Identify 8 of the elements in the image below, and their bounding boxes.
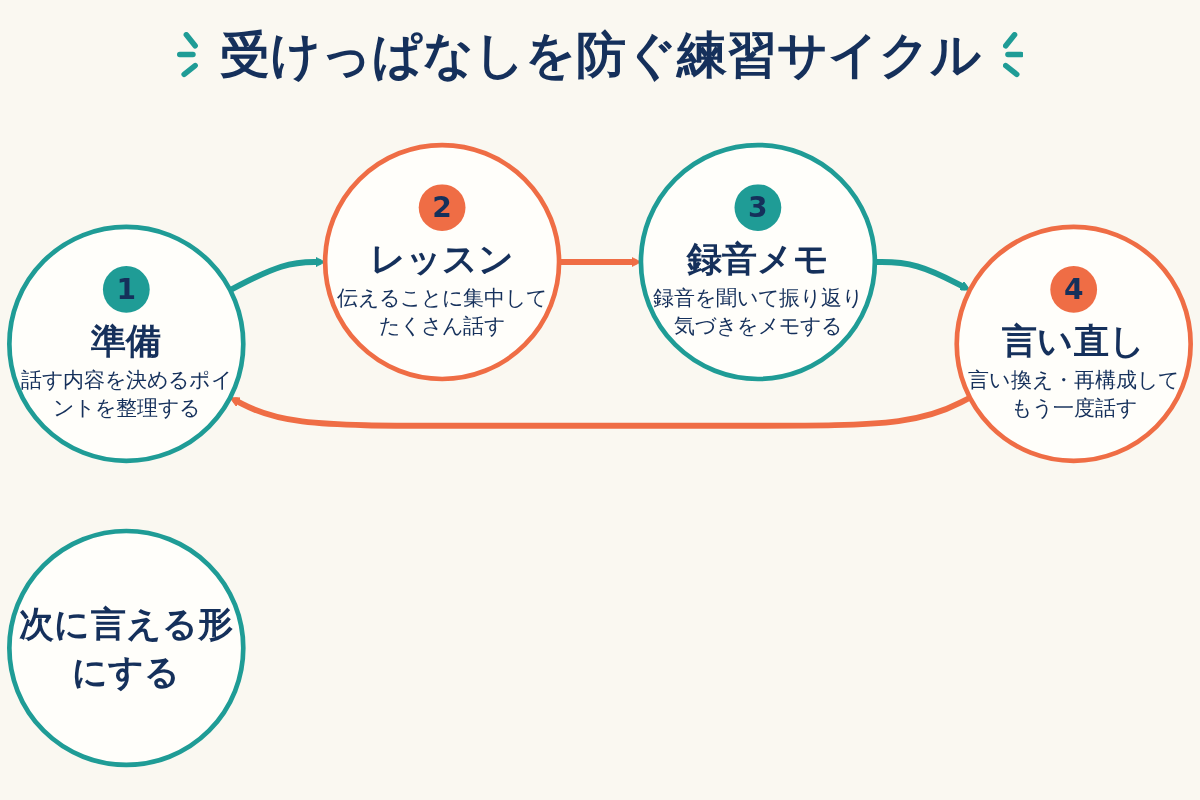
title: 受けっぱなしを防ぐ練習サイクル bbox=[219, 24, 981, 86]
node-circle: 1 準備 話す内容を決めるポイントを整理する bbox=[7, 224, 246, 464]
node-circle: 次に言える形にする bbox=[7, 528, 246, 768]
node-circle: 2 レッスン 伝えることに集中してたくさん話す bbox=[322, 142, 562, 382]
node-circle: 4 言い直し 言い換え・再構成してもう一度話す bbox=[954, 224, 1193, 464]
node-circle: 3 録音メモ 録音を聞いて振り返り気づきをメモする bbox=[638, 142, 878, 382]
arrow bbox=[559, 256, 642, 268]
arrow bbox=[874, 259, 971, 291]
